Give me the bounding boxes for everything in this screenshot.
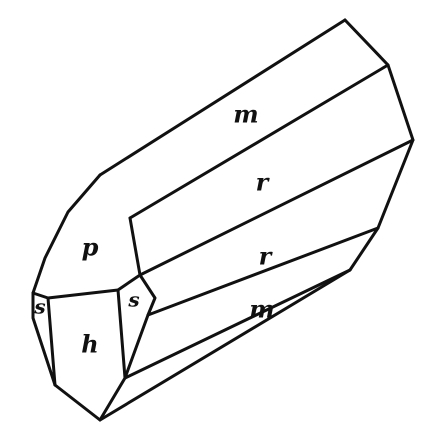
face-label-r-upper: r <box>256 168 271 197</box>
edge-m-r <box>128 63 390 220</box>
prism-bottom-edge <box>98 268 352 422</box>
face-label-h: h <box>81 330 98 359</box>
prism-top-edge <box>98 18 347 177</box>
p-s-edge <box>116 216 142 380</box>
p-face-lower-edge <box>46 288 120 300</box>
edge-r-m <box>146 226 380 317</box>
s-face-right-edge <box>123 273 157 380</box>
left-s-face-outline <box>31 291 57 387</box>
edge-m-base <box>123 268 352 380</box>
face-label-p: p <box>82 233 99 262</box>
edge-r-r <box>138 138 415 277</box>
face-label-s-left: s <box>33 295 45 319</box>
face-label-m-top: m <box>233 100 258 129</box>
h-face-bottom <box>53 376 127 422</box>
face-label-m-bottom: m <box>249 295 274 324</box>
left-s-face-outer <box>31 291 57 387</box>
face-label-r-lower: r <box>259 242 274 271</box>
face-label-s-right: s <box>127 288 139 312</box>
p-face-outline <box>31 173 102 295</box>
